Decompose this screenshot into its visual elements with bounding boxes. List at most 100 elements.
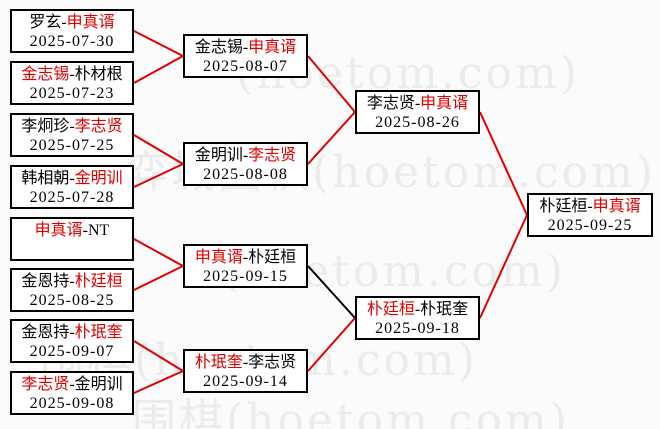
match-players: 金志锡-申真谞	[185, 38, 306, 57]
bracket-edge-sf1-to-final	[479, 111, 528, 216]
player1-name: 朴珉奎	[194, 354, 243, 371]
players-separator: -	[242, 354, 249, 371]
match-date: 2025-09-25	[547, 217, 633, 234]
match-players: 金明训-李志贤	[185, 146, 306, 165]
bracket-edge-r1m1-to-r2m1	[133, 30, 184, 57]
match-box-r1m5: 申真谞-NT	[10, 217, 134, 261]
players-separator: -	[242, 249, 249, 266]
match-date	[12, 240, 132, 259]
match-date: 2025-09-18	[375, 320, 460, 337]
players-separator: -	[69, 66, 75, 83]
players-separator: -	[69, 118, 75, 135]
bracket-edge-r1m3-to-r2m2	[133, 134, 184, 165]
bracket-edge-r2m4-to-sf2	[307, 317, 356, 372]
players-separator: -	[69, 376, 75, 393]
bracket-edge-r1m7-to-r2m4	[133, 340, 184, 372]
player1-name: 韩相朝	[21, 170, 70, 187]
player2-name: 李志贤	[248, 354, 297, 371]
match-players: 朴珉奎-李志贤	[185, 353, 306, 372]
bracket-edge-r1m6-to-r2m3	[133, 265, 184, 291]
player2-name: 朴廷桓	[74, 273, 123, 290]
players-separator: -	[587, 198, 593, 215]
match-players: 朴廷桓-朴珉奎	[357, 300, 478, 319]
player1-name: 罗玄	[29, 14, 62, 31]
bracket-edge-r1m8-to-r2m4	[133, 370, 184, 394]
player2-name: 朴珉奎	[74, 324, 123, 341]
match-players: 金恩持-朴廷桓	[12, 272, 132, 291]
bracket-edge-r1m5-to-r2m3	[133, 238, 184, 267]
player1-name: 申真谞	[34, 222, 83, 239]
players-separator: -	[69, 324, 75, 341]
bracket-edge-r1m2-to-r2m1	[133, 55, 184, 84]
player1-name: 申真谞	[194, 249, 243, 266]
match-date: 2025-08-07	[203, 58, 288, 75]
match-date: 2025-07-25	[29, 137, 115, 154]
player1-name: 金明训	[194, 147, 243, 164]
watermark-text: 围棋(hoetom.com)	[132, 395, 570, 429]
players-separator: -	[242, 147, 249, 164]
match-players: 李炯珍-李志贤	[12, 117, 132, 136]
players-separator: -	[82, 222, 88, 239]
players-separator: -	[69, 170, 75, 187]
players-separator: -	[61, 14, 67, 31]
match-players: 罗玄-申真谞	[12, 13, 132, 32]
players-separator: -	[69, 273, 75, 290]
player2-name: 李志贤	[74, 118, 123, 135]
player1-name: 金恩持	[21, 273, 70, 290]
bracket-edge-r2m2-to-sf1	[307, 111, 356, 165]
match-players: 金恩持-朴珉奎	[12, 323, 132, 342]
players-separator: -	[414, 301, 421, 318]
players-separator: -	[414, 95, 421, 112]
bracket-edge-r2m3-to-sf2	[307, 265, 356, 319]
match-players: 朴廷桓-申真谞	[529, 197, 651, 216]
player2-name: 申真谞	[592, 198, 641, 215]
player2-name: 朴材根	[74, 66, 123, 83]
match-date: 2025-07-28	[29, 189, 115, 206]
match-date: 2025-07-30	[29, 33, 115, 50]
player2-name: 申真谞	[420, 95, 469, 112]
match-date: 2025-07-23	[29, 85, 115, 102]
match-date: 2025-09-08	[29, 395, 115, 412]
match-date: 2025-09-07	[29, 343, 115, 360]
player2-name: 申真谞	[66, 14, 115, 31]
player1-name: 朴廷桓	[539, 198, 588, 215]
match-players: 申真谞-NT	[12, 221, 132, 240]
player1-name: 金志锡	[194, 39, 243, 56]
match-players: 李志贤-金明训	[12, 375, 132, 394]
player1-name: 朴廷桓	[366, 301, 415, 318]
players-separator: -	[242, 39, 249, 56]
player2-name: 李志贤	[248, 147, 297, 164]
player1-name: 李炯珍	[21, 118, 70, 135]
player1-name: 金恩持	[21, 324, 70, 341]
bracket-edge-r1m4-to-r2m2	[133, 163, 184, 188]
match-date: 2025-08-25	[29, 292, 115, 309]
player1-name: 金志锡	[21, 66, 70, 83]
match-players: 金志锡-朴材根	[12, 65, 132, 84]
player2-name: NT	[88, 222, 110, 239]
bracket-edge-sf2-to-final	[479, 214, 528, 319]
player2-name: 朴廷桓	[248, 249, 297, 266]
match-date: 2025-08-08	[203, 166, 288, 183]
player1-name: 李志贤	[366, 95, 415, 112]
player1-name: 李志贤	[21, 376, 70, 393]
player2-name: 朴珉奎	[420, 301, 469, 318]
match-players: 韩相朝-金明训	[12, 169, 132, 188]
match-players: 李志贤-申真谞	[357, 94, 478, 113]
player2-name: 金明训	[74, 376, 123, 393]
bracket-edge-r2m1-to-sf1	[307, 55, 356, 113]
